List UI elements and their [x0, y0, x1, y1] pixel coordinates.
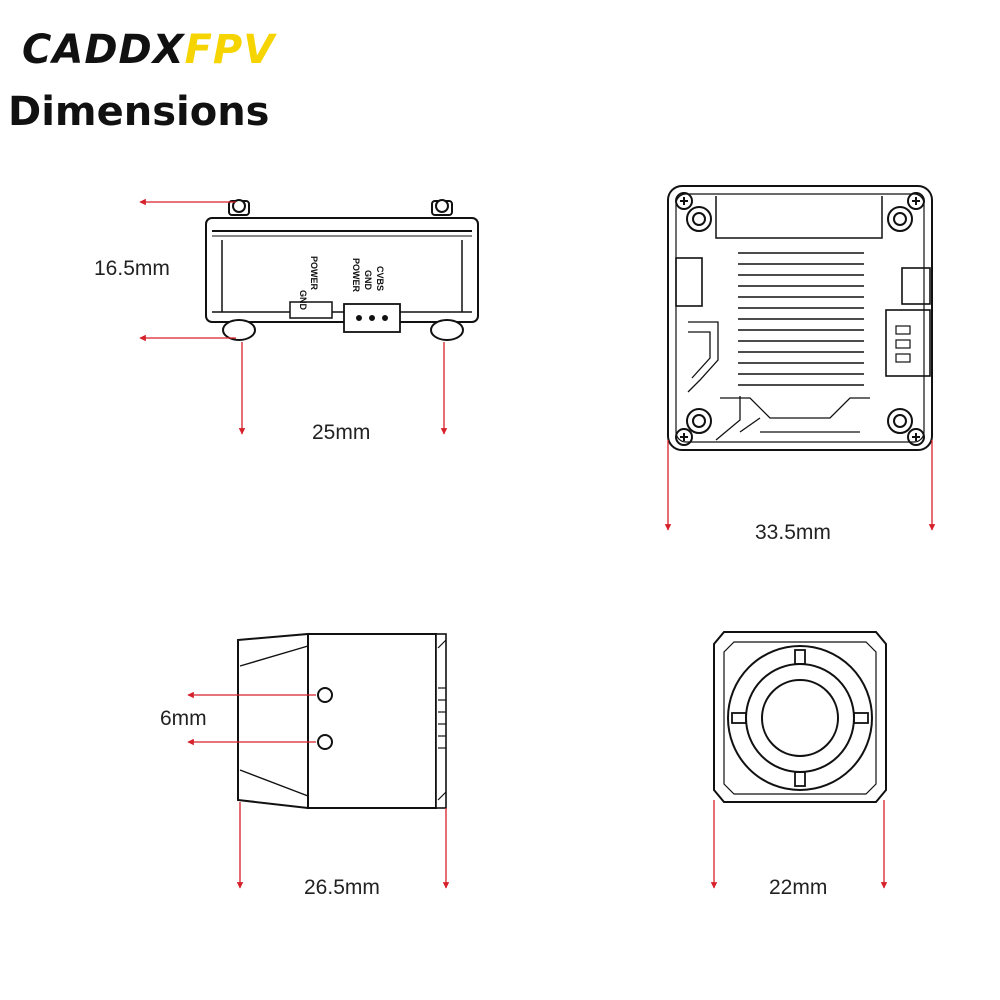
back-view-width-label: 25mm	[312, 421, 371, 444]
brand-logo-part1: CADDX	[22, 27, 185, 73]
pin-label-right-1: GND	[363, 270, 373, 291]
top-view-width-label: 33.5mm	[755, 521, 831, 544]
top-view	[667, 185, 933, 451]
page-title: Dimensions	[8, 89, 270, 135]
back-view-pin-labels: GND POWER POWER GND CVBS	[298, 256, 385, 311]
side-view-dimension-lines	[187, 691, 450, 889]
brand-logo: CADDXFPV	[22, 28, 275, 72]
pin-label-left-0: GND	[298, 290, 308, 311]
side-view-hole-spacing-label: 6mm	[160, 707, 207, 730]
pin-label-right-2: CVBS	[375, 266, 385, 291]
back-view-height-label: 16.5mm	[94, 257, 170, 280]
brand-logo-part2: FPV	[184, 27, 276, 73]
front-view	[713, 631, 887, 803]
side-view-length-label: 26.5mm	[304, 876, 380, 899]
front-view-dimension-lines	[710, 800, 888, 889]
top-view-dimension-lines	[664, 440, 936, 531]
side-view	[237, 632, 447, 810]
front-view-width-label: 22mm	[769, 876, 828, 899]
back-view	[205, 199, 479, 341]
pin-label-right-0: POWER	[351, 258, 361, 293]
pin-label-left-1: POWER	[309, 256, 319, 291]
back-view-dimension-lines	[139, 198, 448, 435]
